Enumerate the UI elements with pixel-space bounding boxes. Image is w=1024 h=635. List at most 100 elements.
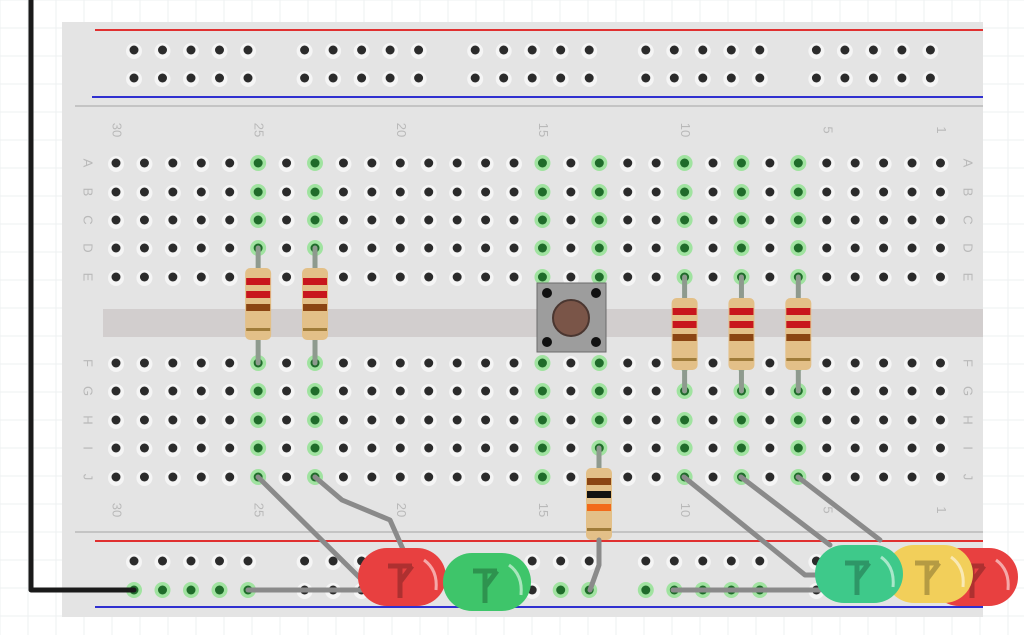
resistor-band: [672, 334, 697, 341]
column-label: 10: [678, 123, 693, 137]
hole: [367, 272, 377, 282]
hole: [566, 187, 576, 197]
hole: [168, 158, 178, 168]
hole: [168, 215, 178, 225]
hole: [907, 472, 917, 482]
hole: [509, 472, 519, 482]
hole: [641, 585, 651, 595]
hole: [243, 73, 253, 83]
resistor-band: [786, 321, 811, 328]
hole: [680, 187, 690, 197]
hole: [935, 272, 945, 282]
column-label: 1: [934, 126, 949, 133]
hole: [424, 215, 434, 225]
hole: [669, 556, 679, 566]
hole: [584, 556, 594, 566]
hole: [111, 358, 121, 368]
hole: [300, 556, 310, 566]
hole: [765, 472, 775, 482]
hole: [537, 358, 547, 368]
hole: [850, 472, 860, 482]
resistor-220: [245, 268, 272, 340]
resistor-band: [672, 358, 697, 361]
hole: [186, 585, 196, 595]
led-yellow: [885, 545, 973, 603]
hole: [907, 215, 917, 225]
hole: [310, 187, 320, 197]
hole: [509, 158, 519, 168]
resistor-band: [672, 321, 697, 328]
hole: [736, 215, 746, 225]
led-highlight: [995, 558, 1010, 591]
hole: [566, 272, 576, 282]
hole: [338, 472, 348, 482]
hole: [879, 415, 889, 425]
hole: [907, 443, 917, 453]
led-wire: [312, 474, 413, 568]
hole: [879, 215, 889, 225]
hole: [765, 443, 775, 453]
hole: [481, 358, 491, 368]
hole: [680, 243, 690, 253]
hole: [338, 187, 348, 197]
hole: [282, 443, 292, 453]
hole: [225, 243, 235, 253]
hole: [736, 187, 746, 197]
hole: [594, 158, 604, 168]
hole: [708, 386, 718, 396]
hole: [623, 215, 633, 225]
column-label: 20: [394, 503, 409, 517]
led-highlight: [423, 558, 438, 591]
hole: [196, 386, 206, 396]
hole: [698, 556, 708, 566]
resistor-band: [729, 308, 754, 315]
column-label: 5: [820, 506, 835, 513]
hole: [481, 472, 491, 482]
pushbutton-pin: [591, 288, 601, 298]
hole: [129, 556, 139, 566]
hole: [907, 158, 917, 168]
hole: [367, 415, 377, 425]
row-label: I: [81, 446, 96, 450]
hole: [367, 243, 377, 253]
row-label: H: [961, 415, 976, 424]
hole: [253, 215, 263, 225]
hole: [111, 443, 121, 453]
hole: [111, 415, 121, 425]
pushbutton-pin: [591, 337, 601, 347]
hole: [509, 358, 519, 368]
hole: [499, 73, 509, 83]
hole: [822, 187, 832, 197]
hole: [879, 358, 889, 368]
hole: [594, 415, 604, 425]
hole: [328, 73, 338, 83]
hole: [556, 556, 566, 566]
hole: [651, 215, 661, 225]
hole: [282, 472, 292, 482]
hole: [481, 215, 491, 225]
hole: [395, 472, 405, 482]
hole: [811, 73, 821, 83]
hole: [300, 73, 310, 83]
hole: [850, 243, 860, 253]
led-body: [885, 545, 973, 603]
hole: [736, 443, 746, 453]
hole: [253, 443, 263, 453]
led-highlight: [508, 563, 523, 596]
resistor-band: [587, 491, 611, 498]
hole: [755, 73, 765, 83]
row-label: B: [81, 188, 96, 197]
hole: [935, 215, 945, 225]
hole: [424, 243, 434, 253]
hole: [708, 187, 718, 197]
hole: [129, 73, 139, 83]
hole: [196, 243, 206, 253]
hole: [158, 585, 167, 595]
hole: [338, 243, 348, 253]
row-label: G: [961, 386, 976, 396]
hole: [367, 472, 377, 482]
hole: [623, 415, 633, 425]
hole: [594, 358, 604, 368]
hole: [395, 443, 405, 453]
